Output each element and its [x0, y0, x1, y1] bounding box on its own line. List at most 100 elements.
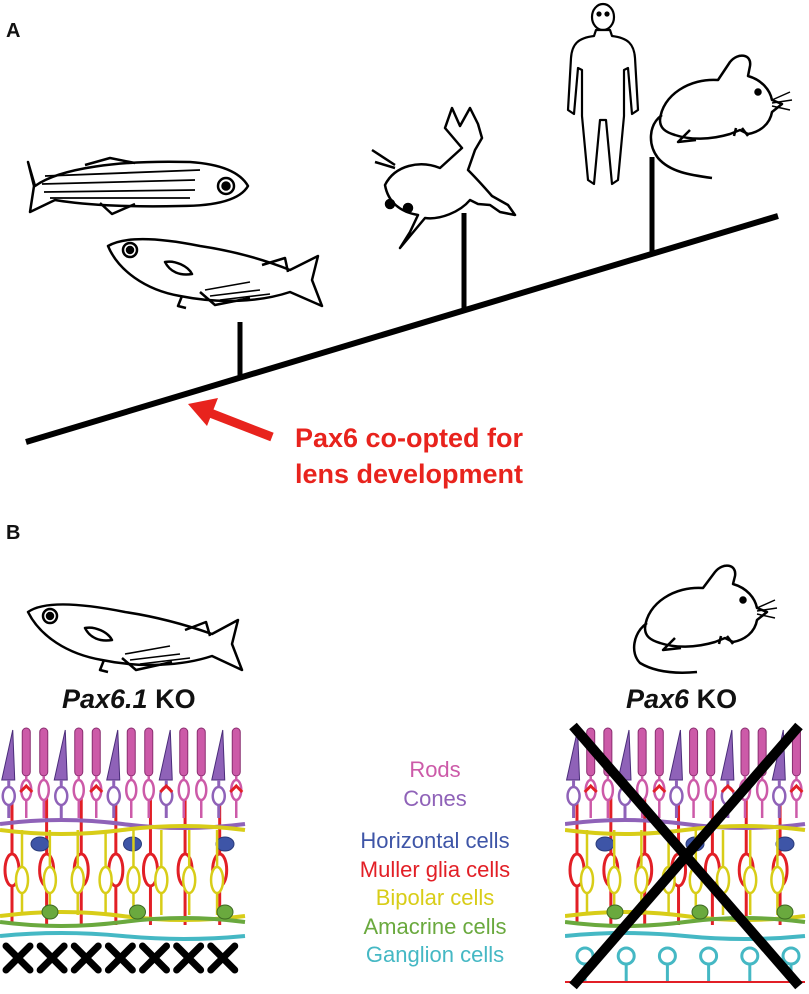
rod-nucleus [142, 778, 155, 802]
bipolar-cell [98, 865, 113, 895]
cone-outer-segment [211, 729, 226, 781]
ganglion-loss-mark [104, 942, 136, 974]
rod-nucleus [687, 778, 700, 802]
legend-muller: Muller glia cells [359, 856, 511, 882]
left-gene-name: Pax6.1 [62, 684, 148, 714]
cone-nucleus [54, 785, 69, 807]
human-icon [566, 2, 640, 186]
cone-nucleus [211, 785, 226, 807]
cone-outer-segment [106, 729, 121, 781]
rod-nucleus [195, 778, 208, 802]
amacrine-cell [776, 904, 794, 920]
amacrine-cell [129, 904, 146, 920]
retina-right [565, 722, 806, 990]
legend-ganglion: Ganglion cells [365, 942, 505, 967]
annotation-line-2: lens development [294, 459, 524, 489]
rod-nucleus [37, 778, 50, 802]
ganglion-cell [616, 946, 636, 966]
annotation-text: Pax6 co-opted for lens development [274, 420, 544, 492]
cell-type-legend: Rods Cones Horizontal cells Muller glia … [320, 756, 550, 970]
muller-glia-end [720, 783, 735, 794]
cone-nucleus [669, 785, 684, 807]
legend-cones: Cones [403, 785, 467, 811]
ganglion-cell [699, 946, 719, 966]
amacrine-cell [41, 904, 59, 920]
horizontal-cell [215, 836, 235, 852]
ganglion-loss-mark [36, 942, 68, 974]
left-ko-label: Pax6.1 KO [62, 684, 196, 715]
right-ko-suffix: KO [689, 684, 738, 714]
muller-glia-end [19, 783, 34, 794]
ganglion-dendrites [565, 931, 806, 941]
ganglion-loss-mark [2, 942, 34, 974]
panel-b-organisms [26, 564, 778, 674]
frog-icon [371, 106, 517, 250]
inner-plexiform-amacrine [565, 916, 806, 928]
amacrine-cell [691, 904, 709, 920]
rod-nucleus [755, 778, 769, 802]
muller-glia-end [159, 783, 174, 794]
rod-outer-segment [126, 727, 136, 777]
retina-left [0, 727, 246, 974]
bipolar-cell [634, 865, 649, 895]
right-gene-name: Pax6 [626, 684, 690, 714]
bipolar-cell [126, 865, 141, 895]
rod-outer-segment [91, 727, 101, 777]
bipolar-cell [742, 865, 758, 895]
zebrafish-icon [26, 156, 250, 216]
rod-outer-segment [654, 727, 664, 777]
muller-glia-end [89, 783, 104, 794]
ganglion-loss-mark [139, 942, 171, 974]
muller-glia-end [583, 783, 598, 794]
rod-nucleus [177, 778, 190, 802]
legend-amacrine: Amacrine cells [363, 913, 507, 939]
rod-nucleus [704, 778, 717, 802]
cone-outer-segment [668, 729, 683, 781]
rod-outer-segment [21, 727, 31, 777]
rod-outer-segment [39, 727, 49, 777]
knockout-cross-line [569, 722, 803, 990]
cone-nucleus [1, 785, 16, 807]
cone-nucleus [566, 785, 581, 807]
bipolar-cell [70, 865, 85, 895]
muller-glia-end [652, 783, 667, 794]
rod-outer-segment [196, 727, 206, 777]
panel-b-label: B [6, 522, 21, 544]
ganglion-cell [781, 946, 801, 966]
arrow-icon [188, 398, 274, 442]
cone-outer-segment [158, 729, 173, 781]
bipolar-cell [606, 865, 622, 895]
annotation-line-1: Pax6 co-opted for [294, 423, 524, 453]
ganglion-loss-mark [70, 942, 102, 974]
mouse-icon-b [632, 564, 778, 674]
medaka-icon-b [26, 603, 244, 674]
rod-nucleus [125, 778, 138, 802]
horizontal-cell [775, 836, 795, 852]
cone-outer-segment [53, 729, 68, 781]
rod-outer-segment [231, 727, 241, 777]
rod-outer-segment [637, 727, 647, 777]
ganglion-cell [657, 946, 677, 966]
legend-rods: Rods [409, 757, 461, 782]
cone-nucleus [772, 785, 787, 807]
bipolar-cell [209, 865, 225, 895]
ganglion-loss-mark [207, 942, 239, 974]
phylogeny-diagram [25, 2, 793, 445]
bipolar-cell [181, 865, 197, 895]
rod-nucleus [601, 778, 615, 802]
muller-glia-end [229, 783, 244, 794]
mouse-icon [649, 54, 793, 180]
horizontal-cell [30, 836, 50, 852]
cone-nucleus [106, 785, 121, 807]
outer-plexiform-bipolar [565, 824, 806, 836]
outer-plexiform-bipolar [0, 824, 246, 836]
rod-outer-segment [179, 727, 189, 777]
panel-a-label: A [6, 20, 21, 42]
left-ko-suffix: KO [147, 684, 196, 714]
horizontal-cell [595, 836, 615, 852]
rod-outer-segment [74, 727, 84, 777]
amacrine-cell [216, 904, 234, 920]
cone-outer-segment [720, 729, 735, 781]
bipolar-cell [154, 865, 169, 895]
